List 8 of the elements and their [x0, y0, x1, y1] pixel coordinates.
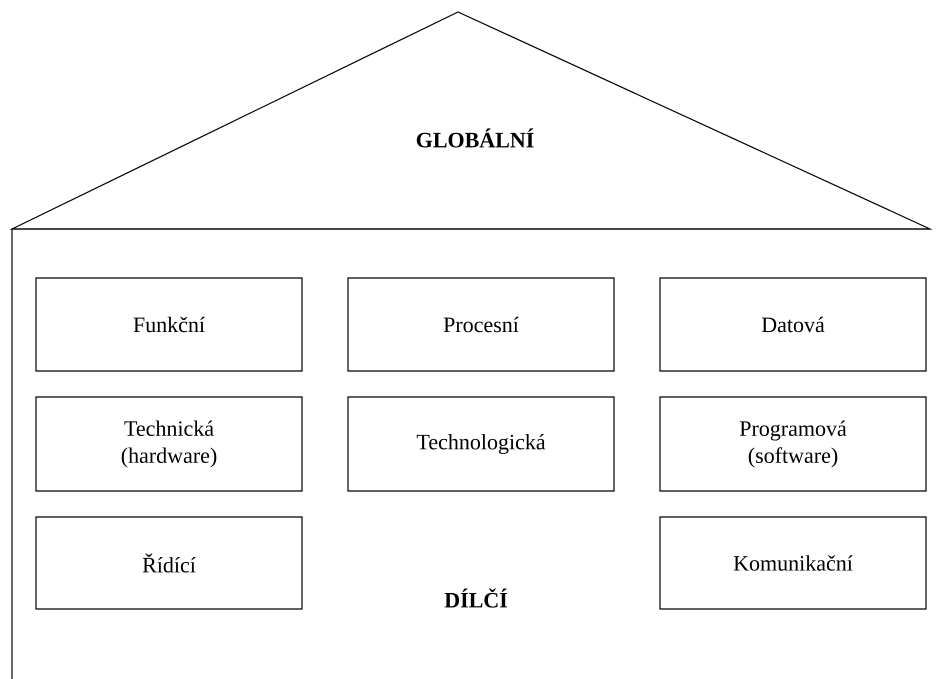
category-box: Procesní [347, 277, 615, 372]
category-box: Programová (software) [659, 396, 927, 492]
category-box: Komunikační [659, 516, 927, 610]
category-box: Technologická [347, 396, 615, 492]
category-box: Datová [659, 277, 927, 372]
category-box: Funkční [35, 277, 303, 372]
category-box: Řídící [35, 516, 303, 610]
category-box: Technická (hardware) [35, 396, 303, 492]
